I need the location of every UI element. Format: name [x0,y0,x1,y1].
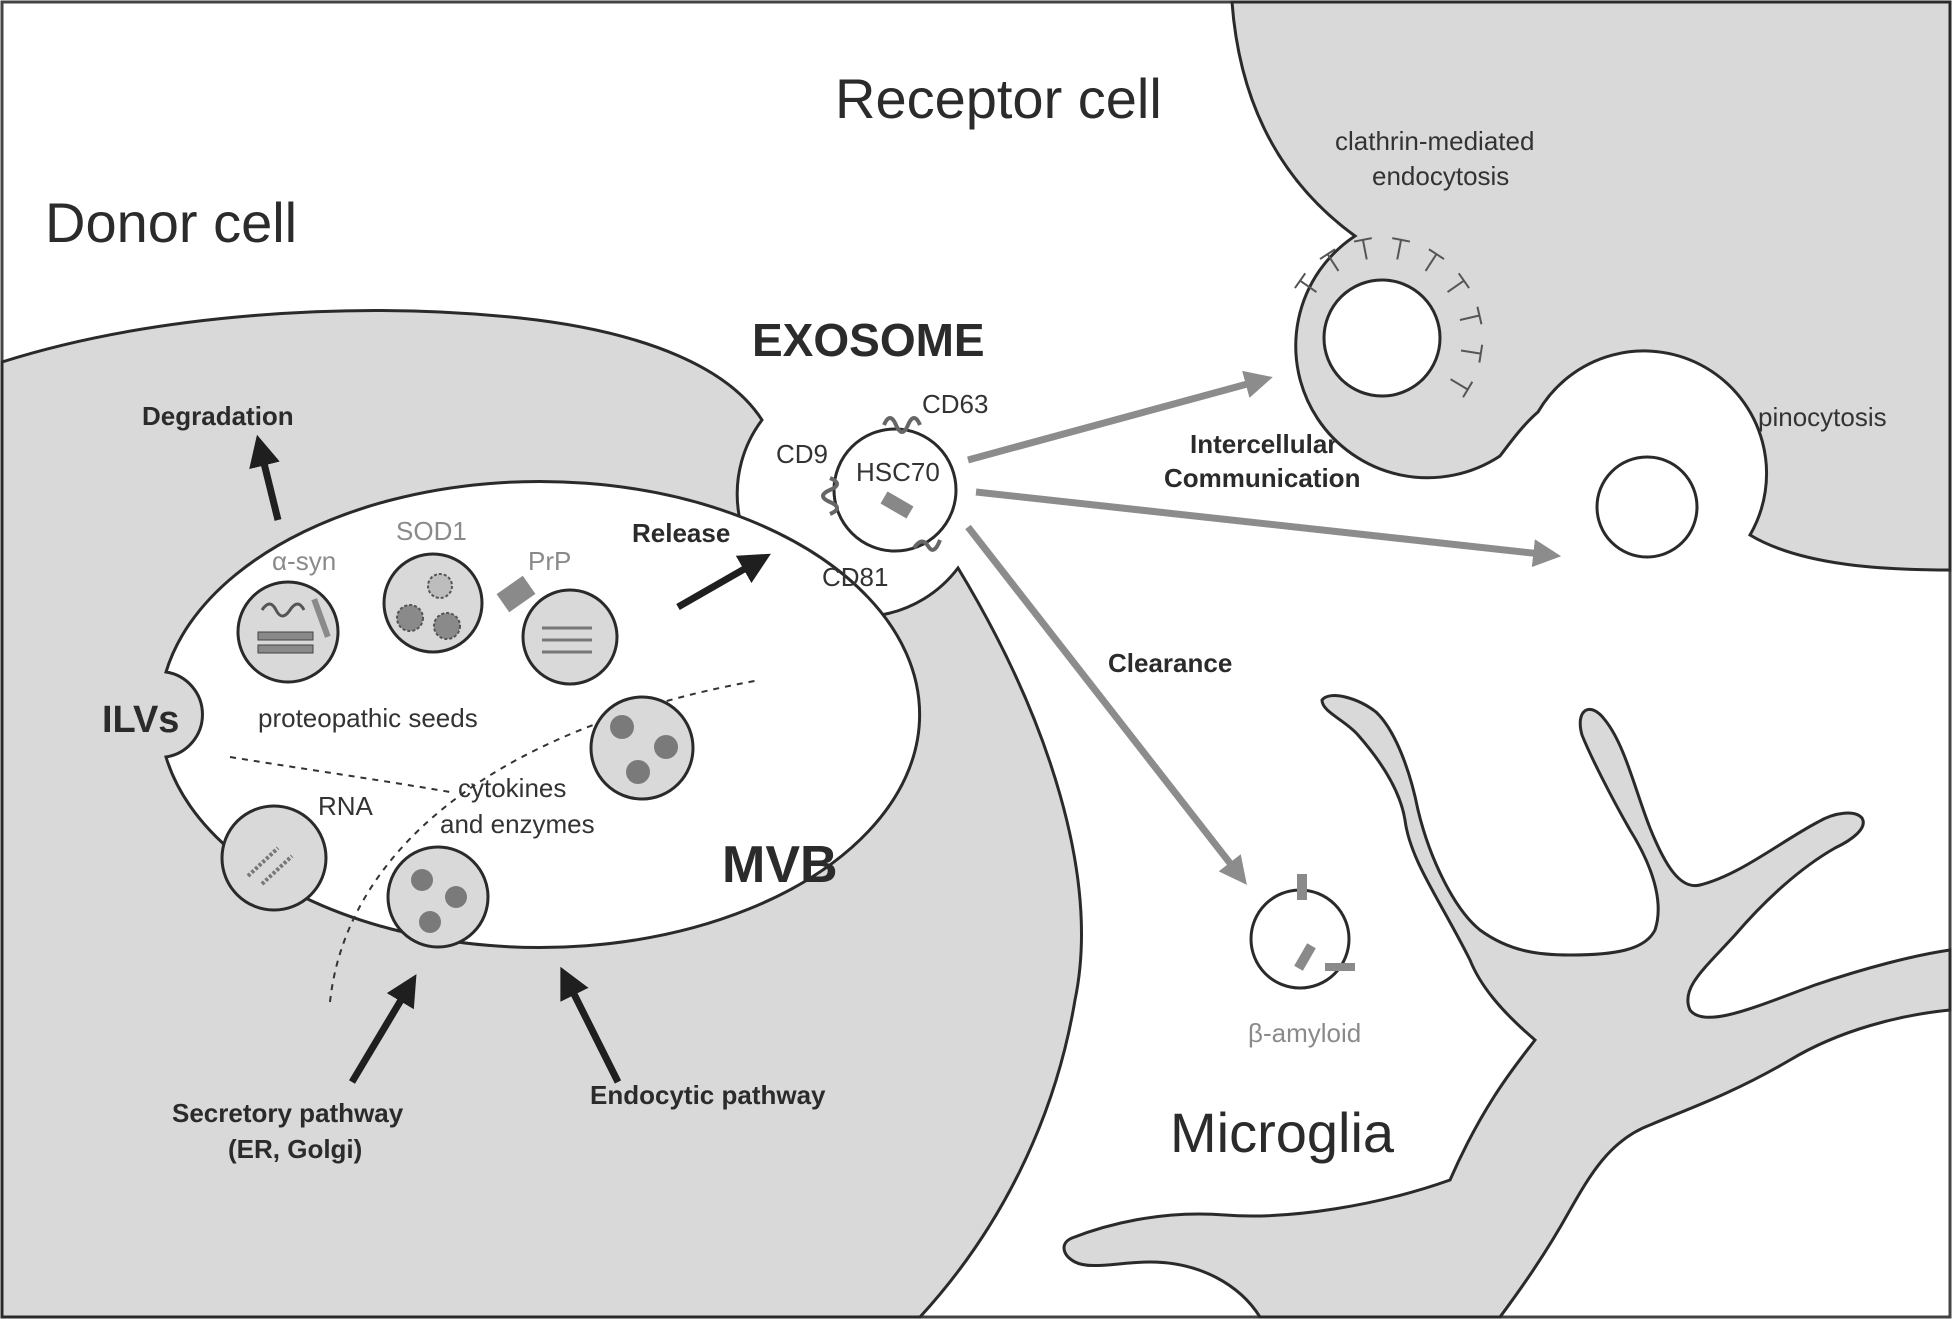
mvb-title: MVB [722,836,838,894]
hsc70-label: HSC70 [856,457,940,487]
cd63-label: CD63 [922,389,988,419]
arrow-to-microglia [965,524,1247,885]
clathrin-mark-bar [1476,306,1483,325]
release-arrow [676,553,771,611]
clathrin-mark [1361,239,1368,260]
mvb-divider-2 [229,756,451,793]
prp-label: PrP [528,546,571,576]
secretory-arrow [348,974,417,1084]
clathrin-mark [1460,349,1481,355]
clathrin-mark-bar [1462,381,1474,398]
endocytic-label: Endocytic pathway [590,1080,826,1110]
microglia-body [1062,694,1952,1319]
arrow-to-clathrin [967,370,1273,464]
pinocytosis-label: pinocytosis [1758,402,1887,432]
cd9-label: CD9 [776,439,828,469]
ilv-prp [496,575,619,686]
clathrin-mark [1446,279,1465,293]
receptor-cell-body [1230,0,1952,572]
sod1-label: SOD1 [396,516,467,546]
ilv-rna [220,804,328,912]
clathrin-mark-bar [1353,237,1372,243]
degradation-arrow [249,434,282,521]
clathrin-label-line2: endocytosis [1372,161,1509,191]
intercellular-label-line1: Intercellular [1190,429,1337,459]
secretory-label-line1: Secretory pathway [172,1098,404,1128]
clearance-label: Clearance [1108,648,1232,678]
clathrin-mark-bar [1319,248,1336,260]
clathrin-mark-bar [1457,272,1470,289]
cytokines-label-line2: and enzymes [440,809,595,839]
intercellular-label-line2: Communication [1164,463,1360,493]
ilv-alpha-syn [236,580,340,684]
clathrin-mark [1326,253,1340,272]
clathrin-coat [1294,237,1484,398]
receptor-cell-title: Receptor cell [835,67,1162,130]
clathrin-mark-bar [1392,237,1411,243]
clathrin-mark [1424,253,1438,272]
degradation-label: Degradation [142,401,294,431]
mvb-body [164,480,922,949]
donor-cell-title: Donor cell [45,191,297,254]
proteopathic-seeds-label: proteopathic seeds [258,703,478,733]
clathrin-mark [1459,314,1480,321]
clathrin-vesicle [1322,278,1442,398]
rna-label: RNA [318,791,374,821]
clathrin-mark [1396,239,1403,260]
arrow-to-pinocytosis [975,488,1562,568]
cd81-label: CD81 [822,562,888,592]
clathrin-mark-bar [1294,272,1307,289]
endocytic-arrow [560,966,622,1084]
ilvs-label: ILVs [102,699,179,741]
clathrin-mark-bar [1428,248,1445,260]
cytokines-label-line1: cytokines [458,773,566,803]
release-label: Release [632,518,730,548]
pinocytosis-vesicle [1595,455,1699,559]
beta-amyloid-vesicle [1249,874,1355,990]
microglia-title: Microglia [1170,1101,1395,1164]
beta-amyloid-label: β-amyloid [1248,1018,1361,1048]
ilv-sod1 [382,552,484,654]
exosome-vesicle [832,427,958,553]
ilv-cytokines-lower [386,845,490,949]
exosome-title: EXOSOME [752,314,985,366]
exosome-proteins [821,416,942,552]
alpha-syn-label: α-syn [272,546,336,576]
clathrin-mark-bar [1478,344,1484,363]
clathrin-label-line1: clathrin-mediated [1335,126,1534,156]
secretory-label-line2: (ER, Golgi) [228,1134,362,1164]
mvb-divider-1 [329,679,761,1003]
clathrin-mark [1299,279,1318,293]
clathrin-mark [1450,378,1469,391]
ilv-cytokines-upper [589,695,695,801]
